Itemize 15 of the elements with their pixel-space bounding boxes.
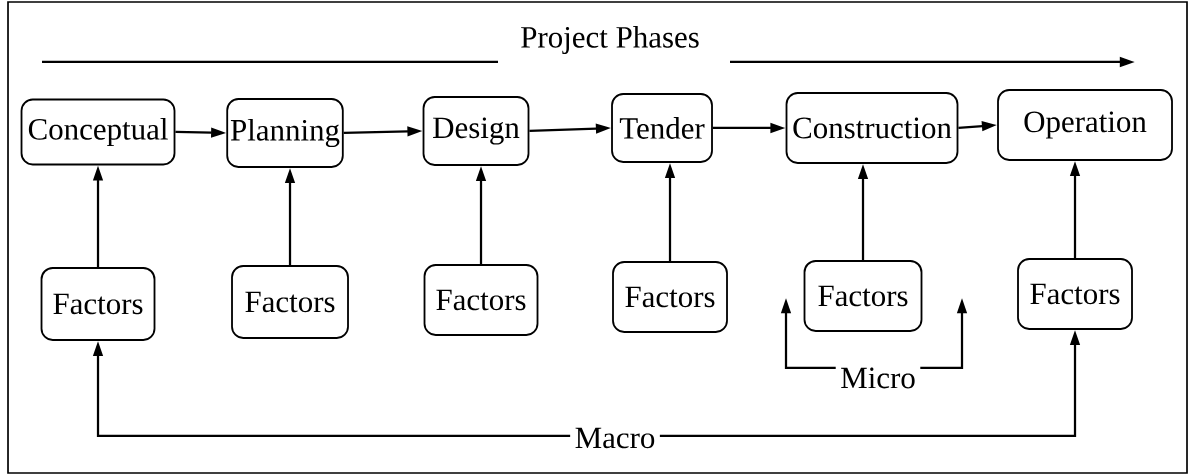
factors-box: Factors [612, 261, 728, 333]
phase-box: Design [422, 96, 530, 166]
factors-box: Factors [40, 267, 156, 341]
phase-box: Tender [611, 93, 713, 163]
factors-box: Factors [803, 260, 923, 332]
phase-box: Construction [785, 92, 959, 164]
scale-label: Macro [575, 427, 655, 449]
factors-box: Factors [231, 265, 349, 339]
factors-box: Factors [1017, 258, 1133, 330]
phase-box: Conceptual [20, 98, 176, 166]
heading: Project Phases [521, 26, 699, 54]
phase-box: Operation [997, 89, 1173, 161]
phase-box: Planning [226, 98, 344, 168]
factors-box: Factors [423, 264, 539, 336]
scale-label: Micro [841, 367, 915, 389]
